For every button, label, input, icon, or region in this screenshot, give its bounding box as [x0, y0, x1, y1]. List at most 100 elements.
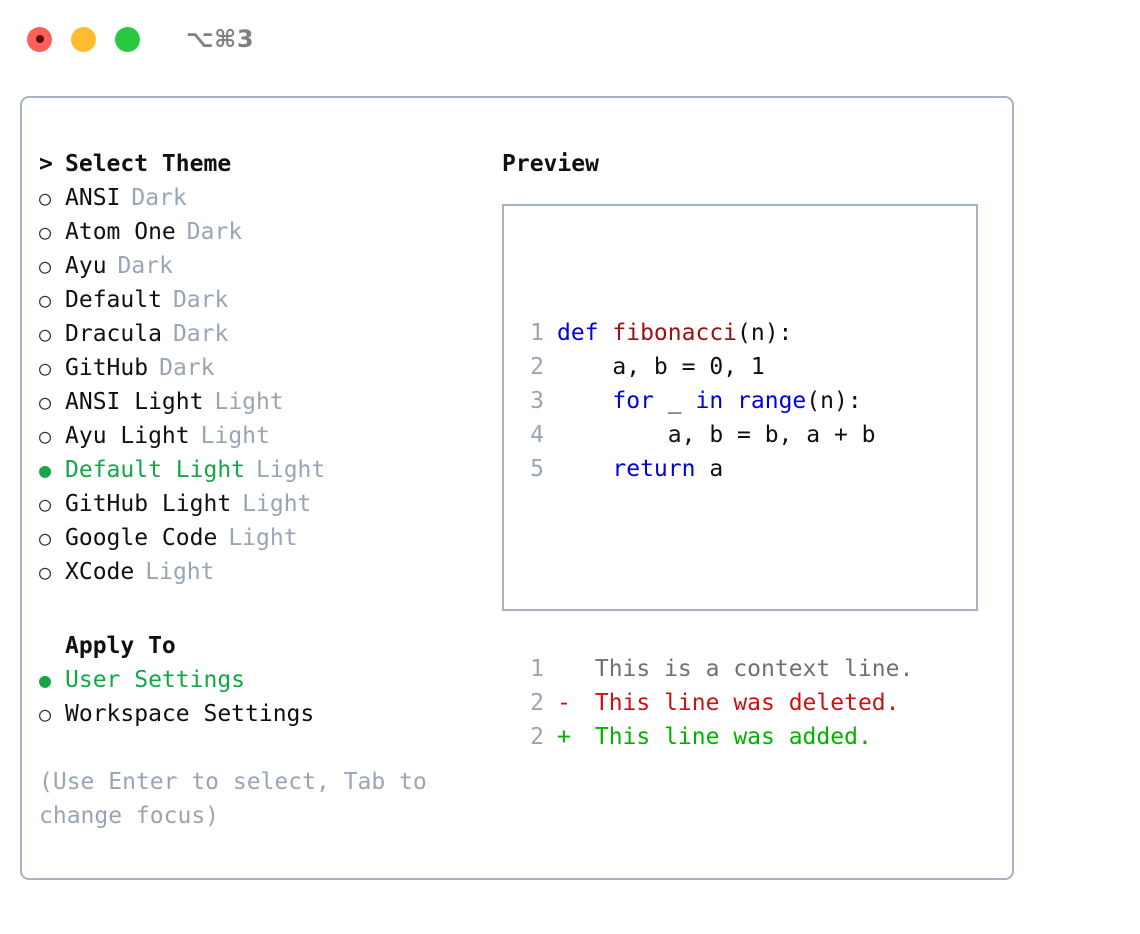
code-token-plain — [723, 384, 737, 418]
theme-option-3[interactable]: ○ Default Dark — [39, 283, 489, 317]
select-theme-title: Select Theme — [65, 151, 232, 177]
diff-line-text: This is a context line. — [581, 656, 914, 682]
radio-selected-icon: ● — [39, 668, 52, 692]
theme-option-7[interactable]: ○ Ayu Light Light — [39, 419, 489, 453]
code-line: 2 a, b = 0, 1 — [516, 350, 913, 384]
code-line: 3 for _ in range(n): — [516, 384, 913, 418]
option-label: ANSI — [65, 185, 121, 211]
option-label: GitHub — [65, 355, 149, 381]
focus-caret-icon: > — [39, 151, 53, 177]
option-label: Default Light — [65, 457, 246, 483]
radio-unselected-icon: ○ — [39, 424, 52, 448]
code-token-kw: def — [557, 320, 613, 346]
diff-line-number: 2 — [530, 690, 544, 716]
apply-to-header: Apply To — [39, 629, 489, 663]
code-line-number: 5 — [530, 456, 544, 482]
diff-line-number: 1 — [530, 656, 544, 682]
focus-caret-placeholder-icon — [39, 629, 65, 663]
code-token-plain — [557, 384, 612, 418]
radio-unselected-icon: ○ — [39, 186, 52, 210]
minimize-window-icon[interactable] — [71, 26, 96, 52]
option-label: Ayu Light — [65, 423, 190, 449]
option-label: GitHub Light — [65, 491, 232, 517]
code-token-plain: _ — [653, 388, 696, 414]
radio-unselected-icon: ○ — [39, 526, 52, 550]
radio-selected-icon: ● — [39, 458, 52, 482]
close-window-icon[interactable] — [27, 26, 52, 52]
keyboard-hint-text: (Use Enter to select, Tab to change focu… — [39, 769, 427, 829]
option-tag: Light — [228, 525, 298, 551]
option-tag: Dark — [117, 253, 173, 279]
theme-option-2[interactable]: ○ Ayu Dark — [39, 249, 489, 283]
option-tag: Dark — [186, 219, 243, 245]
option-label: Default — [65, 287, 162, 313]
option-label: Ayu — [65, 253, 107, 279]
code-token-plain: (n): — [737, 320, 793, 346]
option-tag: Dark — [172, 287, 229, 313]
code-token-plain: a — [695, 456, 724, 482]
option-label: Atom One — [65, 219, 176, 245]
option-tag: Light — [256, 457, 326, 483]
maximize-window-icon[interactable] — [115, 26, 140, 52]
option-tag: Light — [242, 491, 312, 517]
apply-to-option-1[interactable]: ○ Workspace Settings — [39, 697, 489, 731]
diff-line: 1 This is a context line. — [516, 652, 913, 686]
apply-to-title: Apply To — [65, 633, 176, 659]
option-label: User Settings — [65, 667, 246, 693]
code-token-fn: fibonacci — [612, 320, 738, 346]
theme-option-5[interactable]: ○ GitHub Dark — [39, 351, 489, 385]
code-token-plain: (n): — [806, 388, 862, 414]
option-tag: Light — [200, 423, 270, 449]
title-bar: ⌥⌘3 — [0, 0, 1140, 78]
option-label: XCode — [65, 559, 135, 585]
diff-line: 2+ This line was added. — [516, 720, 913, 754]
code-line: 1 def fibonacci(n): — [516, 316, 913, 350]
code-token-plain: a, b = b, a + b — [557, 422, 876, 448]
option-label: Workspace Settings — [65, 701, 315, 727]
diff-marker-del: - — [557, 690, 571, 716]
apply-to-option-0[interactable]: ● User Settings — [39, 663, 489, 697]
theme-option-1[interactable]: ○ Atom One Dark — [39, 215, 489, 249]
code-token-kw: for — [612, 388, 654, 414]
option-tag: Dark — [159, 355, 215, 381]
code-token-kw: return — [612, 456, 696, 482]
code-token-plain — [557, 452, 612, 486]
radio-unselected-icon: ○ — [39, 390, 52, 414]
option-tag: Light — [214, 389, 284, 415]
diff-marker-add: + — [557, 724, 571, 750]
code-line-number: 1 — [530, 320, 544, 346]
code-line: 4 a, b = b, a + b — [516, 418, 913, 452]
diff-marker-ctx — [557, 652, 581, 686]
theme-option-8[interactable]: ● Default Light Light — [39, 453, 489, 487]
option-tag: Dark — [172, 321, 229, 347]
code-line-number: 3 — [530, 388, 544, 414]
code-line-number: 2 — [530, 354, 544, 380]
code-token-plain: a, b = 0, 1 — [557, 354, 765, 380]
code-token-kw: in — [695, 388, 724, 414]
apply-to-option-list: ● User Settings ○ Workspace Settings — [39, 663, 489, 731]
code-line: 5 return a — [516, 452, 913, 486]
radio-unselected-icon: ○ — [39, 220, 52, 244]
radio-unselected-icon: ○ — [39, 288, 52, 312]
preview-title: Preview — [502, 151, 599, 177]
radio-unselected-icon: ○ — [39, 356, 52, 380]
code-token-kw: range — [737, 388, 807, 414]
radio-unselected-icon: ○ — [39, 702, 52, 726]
radio-unselected-icon: ○ — [39, 254, 52, 278]
diff-line: 2- This line was deleted. — [516, 686, 913, 720]
diff-sample-block: 1 This is a context line.2- This line wa… — [516, 652, 913, 754]
